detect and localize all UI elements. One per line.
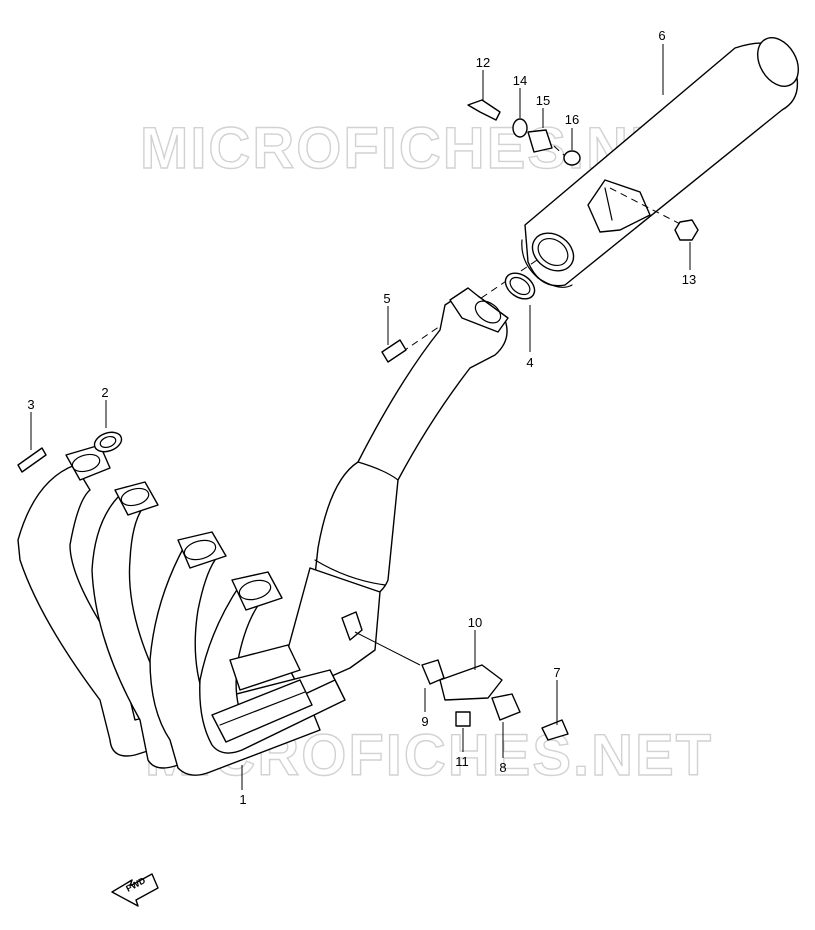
callout-5: 5 bbox=[383, 291, 390, 306]
forward-arrow-icon: FWD bbox=[111, 873, 159, 907]
gasket-ring bbox=[93, 431, 123, 453]
bracket-bolt bbox=[541, 719, 569, 741]
muffler-bolt bbox=[467, 99, 501, 121]
exhaust-pipe-assembly bbox=[17, 287, 509, 776]
rubber-mount bbox=[491, 693, 521, 721]
callout-8: 8 bbox=[499, 760, 506, 775]
gasket-clamp bbox=[504, 272, 536, 300]
callout-14: 14 bbox=[513, 73, 527, 88]
muffler-nut bbox=[674, 219, 699, 241]
callout-3: 3 bbox=[27, 397, 34, 412]
callout-2: 2 bbox=[101, 385, 108, 400]
collar bbox=[563, 150, 581, 166]
callout-10: 10 bbox=[468, 615, 482, 630]
callout-6: 6 bbox=[658, 28, 665, 43]
callout-9: 9 bbox=[421, 714, 428, 729]
callout-7: 7 bbox=[553, 665, 560, 680]
callout-1: 1 bbox=[239, 792, 246, 807]
callout-12: 12 bbox=[476, 55, 490, 70]
stud-bolt bbox=[17, 447, 47, 473]
callout-13: 13 bbox=[682, 272, 696, 287]
callout-16: 16 bbox=[565, 112, 579, 127]
flange-bolt bbox=[381, 339, 407, 363]
washer bbox=[512, 118, 528, 138]
callout-4: 4 bbox=[526, 355, 533, 370]
callout-11: 11 bbox=[455, 754, 469, 769]
mounting-bracket bbox=[439, 664, 503, 701]
bracket-screw bbox=[455, 711, 471, 727]
callout-15: 15 bbox=[536, 93, 550, 108]
muffler bbox=[521, 37, 799, 288]
cushion-rubber bbox=[527, 129, 553, 153]
